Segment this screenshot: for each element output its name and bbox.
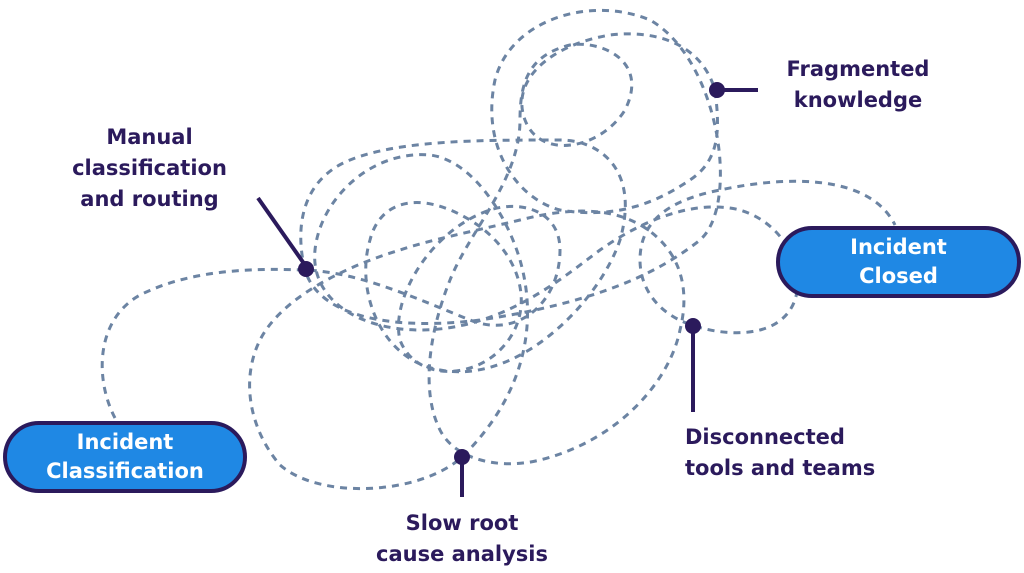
marker-slow (454, 449, 470, 465)
start-node-incident-classification[interactable]: Incident Classification (3, 421, 247, 493)
label-slow-line1: Slow root (405, 511, 519, 535)
label-slow-line2: cause analysis (376, 542, 548, 566)
end-node-incident-closed[interactable]: Incident Closed (776, 226, 1021, 298)
label-disconnected-line2: tools and teams (685, 456, 876, 480)
label-fragmented-knowledge: Fragmented knowledge (772, 54, 944, 116)
start-node-line1: Incident (76, 430, 174, 454)
label-slow-root-cause: Slow root cause analysis (362, 508, 562, 570)
leader-manual (256, 196, 307, 267)
label-manual-line2: classification (72, 156, 227, 180)
label-manual-line3: and routing (80, 187, 219, 211)
dashed-route-path (100, 8, 897, 491)
label-disconnected-line1: Disconnected (685, 425, 845, 449)
start-node-line2: Classification (46, 459, 204, 483)
end-node-line2: Closed (859, 264, 938, 288)
label-fragmented-line1: Fragmented (786, 57, 930, 81)
label-disconnected-tools: Disconnected tools and teams (685, 422, 875, 484)
marker-disconnected (685, 318, 701, 334)
label-fragmented-line2: knowledge (793, 88, 923, 112)
label-manual-line1: Manual (106, 125, 193, 149)
end-node-line1: Incident (850, 235, 947, 259)
label-manual-classification: Manual classification and routing (62, 122, 237, 215)
marker-fragmented (709, 82, 725, 98)
marker-manual (298, 261, 314, 277)
